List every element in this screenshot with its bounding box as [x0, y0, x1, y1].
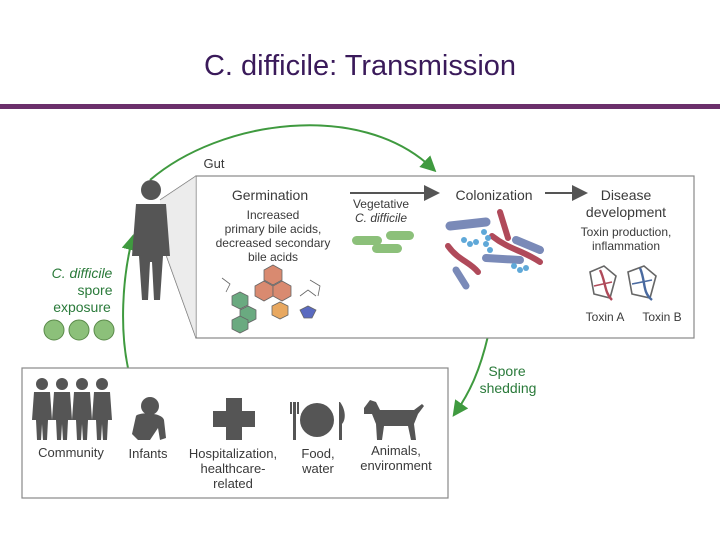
exposure-label-1: C. difficile	[52, 265, 113, 281]
source-hospital-label-3: related	[213, 476, 253, 491]
source-hospital-label-1: Hospitalization,	[189, 446, 277, 461]
germination-detail-3: decreased secondary	[216, 236, 331, 250]
vegetative-label-1: Vegetative	[353, 197, 409, 211]
human-figure-icon	[132, 180, 170, 300]
source-food-label-1: Food,	[301, 446, 334, 461]
toxin-detail-2: inflammation	[592, 239, 660, 253]
exposure-label-3: exposure	[53, 299, 111, 315]
gut-label: Gut	[204, 156, 225, 171]
shedding-label-1: Spore	[488, 363, 526, 379]
germination-detail-1: Increased	[247, 208, 300, 222]
source-animals-label-2: environment	[360, 458, 432, 473]
germination-detail-2: primary bile acids,	[225, 222, 322, 236]
community-icon	[32, 378, 112, 440]
source-infants-label: Infants	[128, 446, 168, 461]
source-animals-label-1: Animals,	[371, 443, 421, 458]
exposure-label-2: spore	[77, 282, 112, 298]
source-community-label: Community	[38, 445, 104, 460]
bile-acid-molecules-icon	[221, 264, 321, 334]
dog-icon	[364, 400, 424, 440]
disease-label-2: development	[586, 204, 666, 220]
cycle-arrow-shedding	[452, 335, 489, 417]
germination-label: Germination	[232, 187, 308, 203]
colonization-label: Colonization	[455, 187, 532, 203]
cycle-arrow-top	[149, 124, 437, 181]
toxin-a-icon	[589, 265, 617, 301]
title-divider	[0, 104, 720, 109]
source-food-label-2: water	[301, 461, 334, 476]
toxin-detail-1: Toxin production,	[581, 225, 672, 239]
slide-title: C. difficile: Transmission	[203, 50, 517, 82]
colonization-bacteria-icon	[445, 209, 544, 290]
infant-icon	[132, 397, 166, 440]
hospital-cross-icon	[213, 398, 255, 440]
food-plate-icon	[290, 402, 345, 440]
cycle-arrow-exposure	[121, 234, 138, 369]
toxin-a-label: Toxin A	[586, 310, 625, 324]
vegetative-label-2: C. difficile	[355, 211, 407, 225]
spores-icon	[43, 319, 115, 341]
toxin-b-label: Toxin B	[642, 310, 681, 324]
toxin-b-icon	[627, 265, 657, 301]
germination-detail-4: bile acids	[248, 250, 298, 264]
vegetative-bacteria-icon	[352, 231, 414, 253]
source-hospital-label-2: healthcare-	[200, 461, 265, 476]
shedding-label-2: shedding	[480, 380, 537, 396]
colonization-beads-icon	[461, 229, 529, 273]
disease-label-1: Disease	[601, 187, 652, 203]
zoom-wedge	[160, 176, 196, 338]
